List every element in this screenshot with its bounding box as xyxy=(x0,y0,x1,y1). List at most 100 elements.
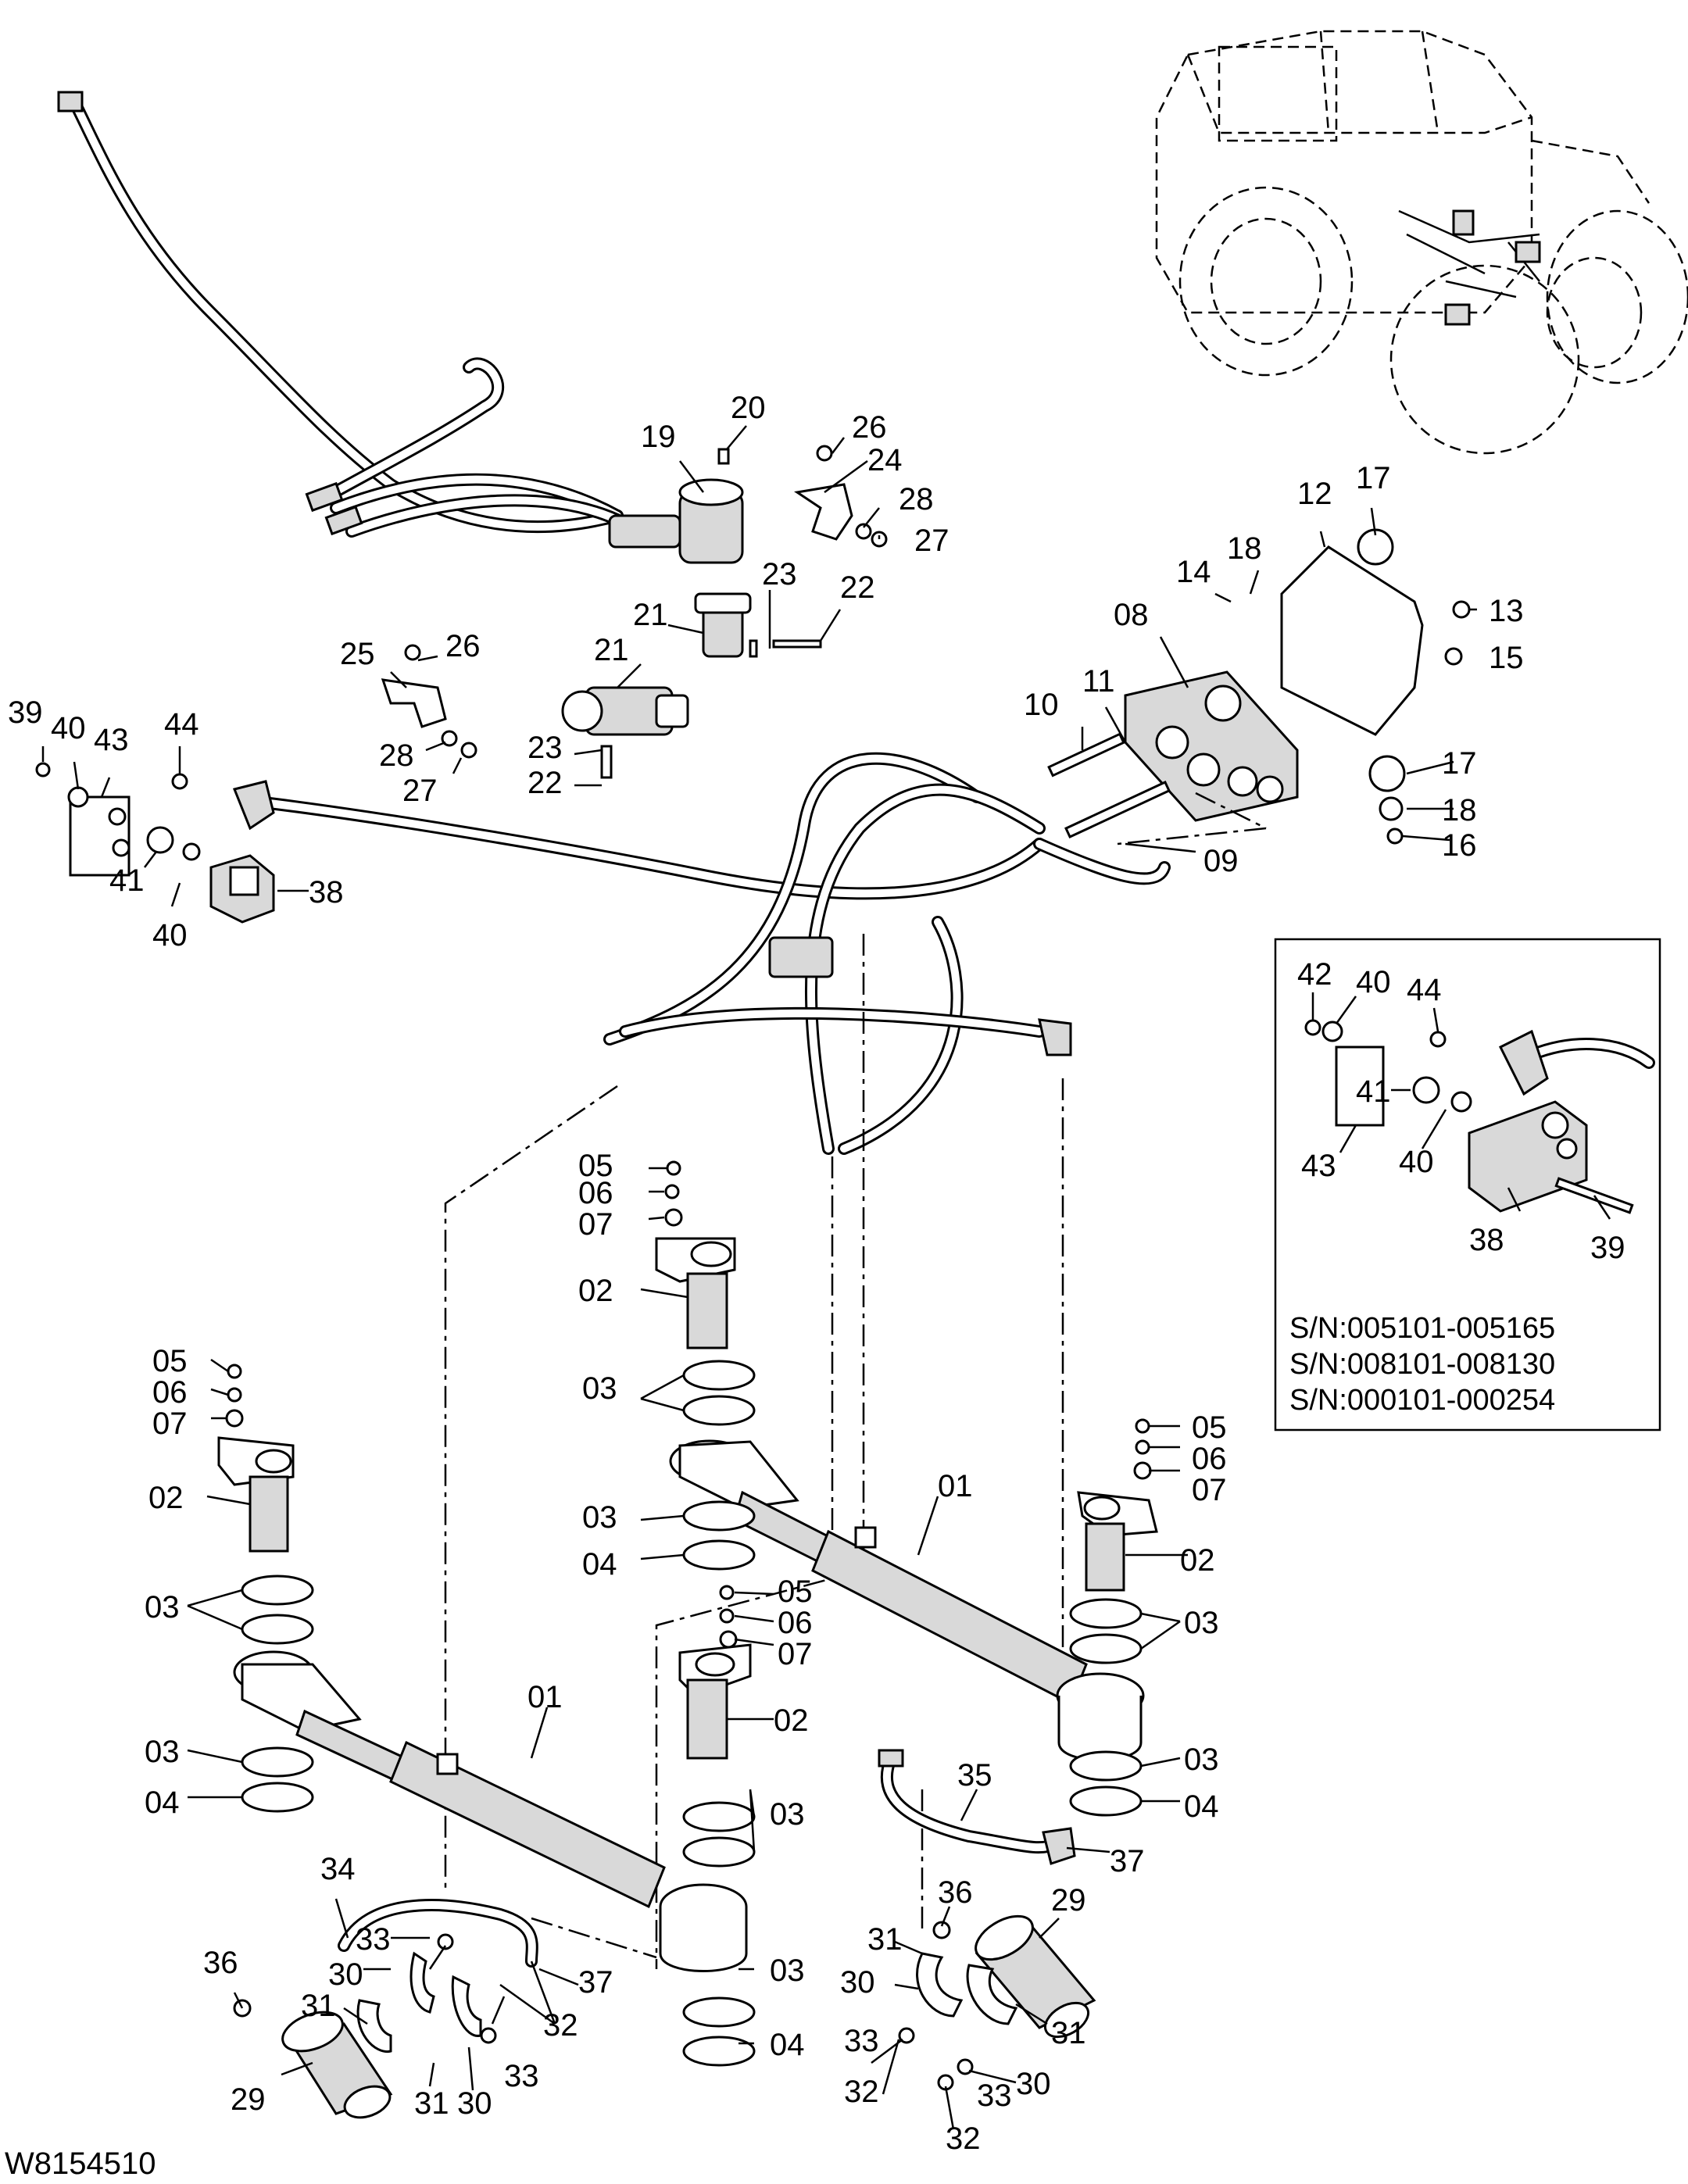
callout-06: 06 xyxy=(1192,1442,1227,1476)
callout-31: 31 xyxy=(414,2086,449,2121)
callout-12: 12 xyxy=(1297,477,1332,511)
pin-right xyxy=(1069,1418,1158,1664)
cylinder-hoses xyxy=(232,752,1171,1155)
callout-44: 44 xyxy=(164,707,199,742)
accumulator-29-right xyxy=(898,1914,1096,2091)
callout-11: 11 xyxy=(1082,664,1115,699)
callout-10: 10 xyxy=(1024,688,1059,722)
callout-32: 32 xyxy=(946,2121,981,2156)
callout-33: 33 xyxy=(504,2059,539,2093)
hose-34 xyxy=(338,1899,538,1968)
inset-serial-numbers: S/N:005101-005165 S/N:008101-008130 S/N:… xyxy=(1289,1312,1555,1417)
callout-37: 37 xyxy=(1110,1844,1145,1878)
callout-03: 03 xyxy=(145,1735,180,1769)
serial-range-3: S/N:000101-000254 xyxy=(1289,1384,1555,1417)
callout-34: 34 xyxy=(320,1852,356,1886)
callout-31: 31 xyxy=(301,1989,336,2023)
callout-40: 40 xyxy=(1399,1145,1434,1179)
pin-upper-center xyxy=(655,1160,756,1426)
callout-05: 05 xyxy=(778,1575,813,1609)
callout-03: 03 xyxy=(770,1797,805,1832)
callout-36: 36 xyxy=(203,1946,238,1980)
callout-25: 25 xyxy=(340,637,375,671)
callout-18: 18 xyxy=(1227,531,1262,566)
callout-30: 30 xyxy=(1016,2067,1051,2101)
callout-19: 19 xyxy=(641,420,676,454)
callout-03: 03 xyxy=(1184,1743,1219,1777)
bracket-25 xyxy=(381,644,477,759)
valve-19 xyxy=(608,448,744,564)
callout-03: 03 xyxy=(582,1500,617,1535)
callout-18: 18 xyxy=(1442,793,1477,827)
callout-26: 26 xyxy=(445,629,481,663)
callout-14: 14 xyxy=(1176,555,1211,589)
callout-16: 16 xyxy=(1442,828,1477,863)
cylinder-01-right xyxy=(669,1439,1145,1817)
callout-23: 23 xyxy=(528,731,563,765)
callout-28: 28 xyxy=(899,482,934,517)
callout-31: 31 xyxy=(1051,2016,1086,2050)
callout-43: 43 xyxy=(1301,1149,1336,1183)
valve-21-lower xyxy=(561,686,689,779)
callout-02: 02 xyxy=(148,1481,184,1515)
callout-28: 28 xyxy=(379,738,414,773)
serial-range-1: S/N:005101-005165 xyxy=(1289,1312,1555,1345)
callout-09: 09 xyxy=(1203,844,1239,878)
callout-30: 30 xyxy=(457,2086,492,2121)
callout-33: 33 xyxy=(356,1922,391,1957)
pin-lower-center xyxy=(678,1585,756,1868)
callout-39: 39 xyxy=(8,695,43,730)
callout-35: 35 xyxy=(957,1758,992,1793)
callout-44: 44 xyxy=(1407,973,1442,1007)
callout-41: 41 xyxy=(109,863,145,898)
callout-06: 06 xyxy=(152,1375,188,1410)
callout-43: 43 xyxy=(94,723,129,757)
callout-02: 02 xyxy=(774,1703,809,1738)
callout-04: 04 xyxy=(145,1785,180,1820)
callout-03: 03 xyxy=(770,1953,805,1988)
callout-31: 31 xyxy=(867,1922,903,1957)
callout-39: 39 xyxy=(1590,1231,1625,1265)
callout-26: 26 xyxy=(852,410,887,445)
callout-30: 30 xyxy=(840,1965,875,2000)
callout-36: 36 xyxy=(938,1875,973,1910)
callout-06: 06 xyxy=(578,1176,613,1210)
machine-overview xyxy=(1155,30,1688,455)
callout-21: 21 xyxy=(633,598,668,632)
callout-22: 22 xyxy=(528,766,563,800)
callout-02: 02 xyxy=(1180,1543,1215,1578)
cylinder-01-left xyxy=(233,1650,756,2067)
callout-29: 29 xyxy=(1051,1883,1086,1918)
callout-07: 07 xyxy=(152,1407,188,1441)
callout-40: 40 xyxy=(1356,965,1391,999)
callout-32: 32 xyxy=(844,2075,879,2109)
callout-08: 08 xyxy=(1114,598,1149,632)
valve-21-upper xyxy=(694,592,822,658)
bracket-12 xyxy=(1280,528,1471,736)
callout-27: 27 xyxy=(402,774,438,808)
callout-05: 05 xyxy=(152,1344,188,1378)
callout-27: 27 xyxy=(914,524,950,558)
callout-41: 41 xyxy=(1356,1074,1391,1109)
callout-13: 13 xyxy=(1489,594,1524,628)
callout-24: 24 xyxy=(867,443,903,477)
callout-22: 22 xyxy=(840,570,875,605)
bolts-10-09 xyxy=(1047,732,1406,845)
hose-35 xyxy=(878,1749,1076,1865)
leader-lines xyxy=(41,425,1611,2130)
callout-21: 21 xyxy=(594,633,629,667)
block-38-left xyxy=(35,762,275,924)
supply-hoses xyxy=(57,91,631,538)
callout-07: 07 xyxy=(1192,1473,1227,1507)
callout-40: 40 xyxy=(152,918,188,953)
callout-07: 07 xyxy=(778,1637,813,1671)
callout-38: 38 xyxy=(1469,1223,1504,1257)
callout-05: 05 xyxy=(1192,1410,1227,1445)
accumulator-29-left xyxy=(233,1933,497,2119)
callout-17: 17 xyxy=(1356,461,1391,495)
callout-01: 01 xyxy=(528,1680,563,1714)
inset-panel xyxy=(1274,938,1661,1432)
callout-23: 23 xyxy=(762,557,797,592)
callout-29: 29 xyxy=(231,2082,266,2117)
